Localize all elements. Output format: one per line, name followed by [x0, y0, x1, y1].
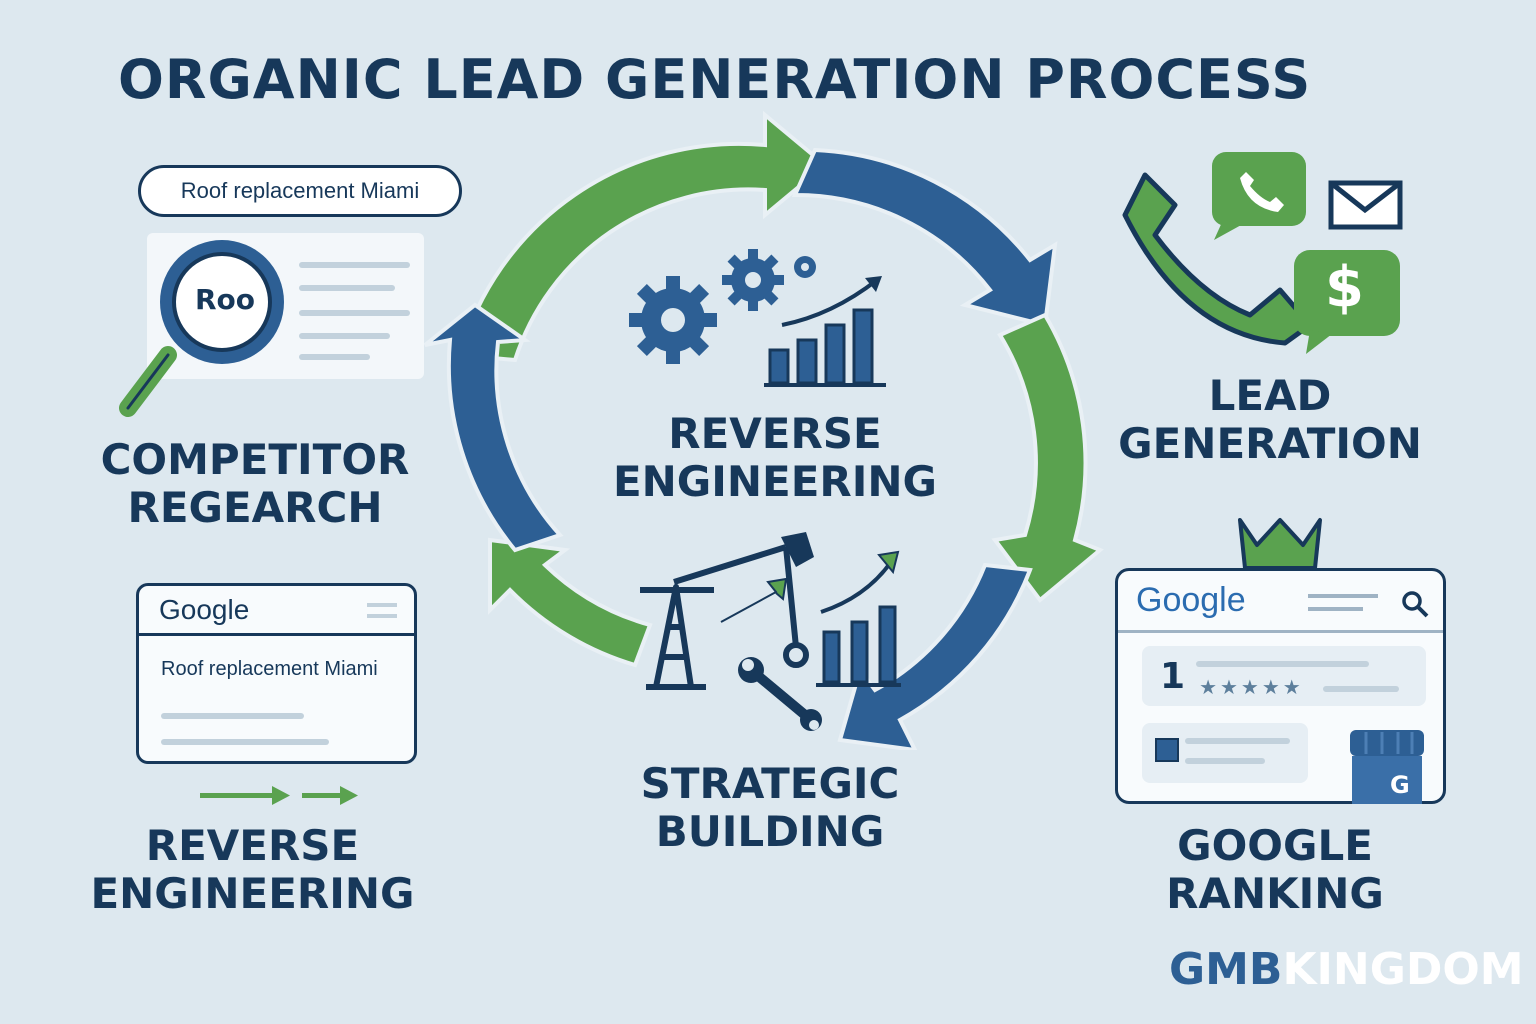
google-ranking-card: Google 1 ★★★★★ G	[1115, 568, 1446, 804]
dollar-symbol: $	[1325, 255, 1364, 320]
rank-number: 1	[1160, 655, 1186, 697]
arrow-right-icon	[200, 786, 358, 805]
cycle-arrow-blue-left	[423, 302, 564, 553]
brand-logo: GMBKINGDOM	[1169, 944, 1524, 995]
gears-icon	[629, 249, 816, 364]
stage-competitor-research: COMPETITOR REGEARCH	[100, 435, 410, 533]
rank-result-row: 1 ★★★★★	[1142, 646, 1426, 706]
rank-result-row	[1142, 723, 1308, 783]
cycle-arrow-green-top	[457, 110, 829, 363]
stage-reverse-engineering-left: REVERSE ENGINEERING	[90, 821, 415, 919]
chat-phone-icon	[1212, 152, 1306, 240]
star-rating: ★★★★★	[1199, 675, 1304, 699]
store-icon	[1350, 730, 1424, 804]
row-lines	[1196, 661, 1399, 692]
result-lines	[299, 262, 410, 360]
stage-google-ranking: GOOGLE RANKING	[1166, 821, 1384, 919]
stage-lead-generation: LEAD GENERATION	[1118, 371, 1422, 469]
cycle-arrows	[423, 110, 1104, 750]
oil-pump-icon	[640, 532, 901, 690]
phone-icon	[1122, 172, 1313, 346]
google-query-text: Roof replacement Miami	[161, 658, 378, 680]
store-letter: G	[1390, 771, 1410, 799]
google-search-card: Google Roof replacement Miami	[136, 583, 417, 764]
search-query-pill: Roof replacement Miami	[138, 165, 462, 217]
crown-icon	[1238, 518, 1322, 570]
magnifier-icon	[119, 240, 284, 417]
envelope-icon	[1328, 180, 1403, 230]
google-logo: Google	[139, 586, 414, 636]
cycle-arrow-blue-top	[791, 147, 1058, 328]
search-icon	[1402, 591, 1429, 618]
wrench-icon	[738, 657, 822, 731]
menu-icon	[367, 603, 397, 618]
result-lines	[161, 713, 329, 745]
magnifier-text: Roo	[195, 283, 256, 316]
stage-reverse-engineering-center: REVERSE ENGINEERING	[612, 409, 938, 507]
google-logo: Google	[1118, 571, 1443, 633]
row-lines	[1155, 738, 1290, 764]
cycle-arrow-green-right	[991, 312, 1104, 603]
cycle-arrow-blue-bottom	[837, 562, 1033, 750]
page-title: ORGANIC LEAD GENERATION PROCESS	[118, 48, 1312, 111]
header-lines	[1308, 594, 1378, 611]
cycle-arrow-green-left	[488, 537, 653, 668]
stage-strategic-building: STRATEGIC BUILDING	[640, 759, 900, 857]
dollar-chat-icon	[1294, 250, 1400, 354]
bar-chart-icon	[764, 276, 886, 387]
